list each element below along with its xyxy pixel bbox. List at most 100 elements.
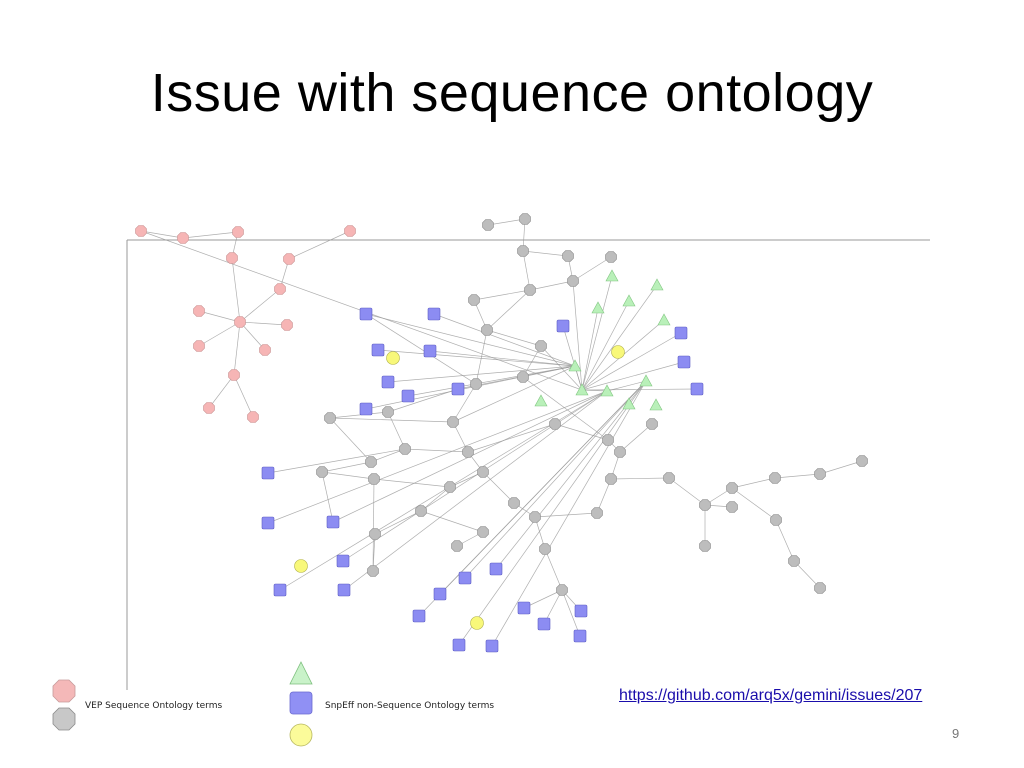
graph-edge [581,361,685,391]
graph-edge [819,460,863,475]
graph-edge [239,321,266,351]
graph-edge [473,289,531,301]
graph-node [856,455,868,467]
graph-edge [321,461,372,473]
graph-edge [233,321,241,376]
graph-edge [581,389,608,392]
graph-edge [581,284,658,391]
graph-node [344,225,356,237]
graph-edge [365,313,576,367]
graph-edge [365,313,477,385]
graph-node [611,345,625,359]
graph-edge [523,589,563,609]
graph-node [294,559,308,573]
graph-node [726,501,738,513]
graph-node [273,583,287,597]
graph-node [639,374,653,387]
legend-vep-label: VEP Sequence Ontology terms [85,701,222,711]
graph-node [261,466,275,480]
graph-node [537,617,551,631]
graph-node [602,434,614,446]
graph-node [324,412,336,424]
graph-node [562,250,574,262]
github-issue-link[interactable]: https://github.com/arq5x/gemini/issues/2… [619,687,923,704]
graph-edge [668,477,706,506]
graph-edge [267,448,406,474]
graph-node [447,416,459,428]
graph-edge [486,289,531,331]
graph-edge [239,321,288,326]
graph-edge [561,589,581,637]
graph-node [336,554,350,568]
graph-node [485,639,499,653]
graph-edge [329,411,389,419]
graph-edge [475,329,488,385]
graph-edge [464,380,647,579]
graph-edge [387,365,576,383]
graph-node [412,609,426,623]
graph-edge [540,345,583,391]
graph-node [359,402,373,416]
graph-edge [420,486,451,512]
graph-node [646,418,658,430]
graph-edge [486,329,542,347]
graph-node [451,540,463,552]
legend-yellow-circle [289,723,313,747]
graph-node [622,294,636,307]
graph-node [519,213,531,225]
graph-node [482,219,494,231]
graph-node [261,516,275,530]
graph-node [135,225,147,237]
graph-node [674,326,688,340]
graph-nodes [135,213,868,653]
graph-node [423,344,437,358]
graph-node [573,629,587,643]
graph-edges [140,218,863,647]
legend-pink-octagon [52,679,76,703]
graph-node [359,307,373,321]
graph-edge [522,250,569,257]
graph-edge [534,512,598,518]
legend-gray-octagon [52,707,76,731]
graph-node [365,456,377,468]
graph-node [451,382,465,396]
graph-edge [429,350,576,367]
graph-edge [619,423,653,453]
graph-edge [372,478,375,572]
graph-edge [372,533,376,572]
graph-edge [731,487,777,521]
graph-edge [420,510,484,533]
graph-node [556,319,570,333]
graph-node [622,397,636,410]
graph-edge [495,380,647,570]
graph-node [517,601,531,615]
graph-edge [182,231,239,239]
slide-title: Issue with sequence ontology [150,63,874,123]
graph-edge [775,519,795,562]
legend: VEP Sequence Ontology terms SnpEff non-S… [52,661,494,747]
graph-edge [374,510,422,535]
graph-edge [140,230,184,239]
graph-node [401,389,415,403]
graph-edge [774,473,821,479]
graph-edge [377,349,576,367]
graph-node [575,383,589,396]
graph-node [489,562,503,576]
graph-node [234,316,246,328]
graph-edge [606,380,647,392]
graph-node [517,245,529,257]
graph-node [574,604,588,618]
graph-node [193,340,205,352]
graph-edge [365,365,576,410]
graph-node [591,507,603,519]
graph-node [814,582,826,594]
graph-node [788,555,800,567]
graph-node [381,375,395,389]
graph-node [549,418,561,430]
graph-edge [581,388,698,391]
graph-edge [373,478,451,488]
graph-edge [452,383,477,423]
graph-node [650,278,664,291]
graph-edge [407,365,576,397]
graph-edge [544,548,563,591]
